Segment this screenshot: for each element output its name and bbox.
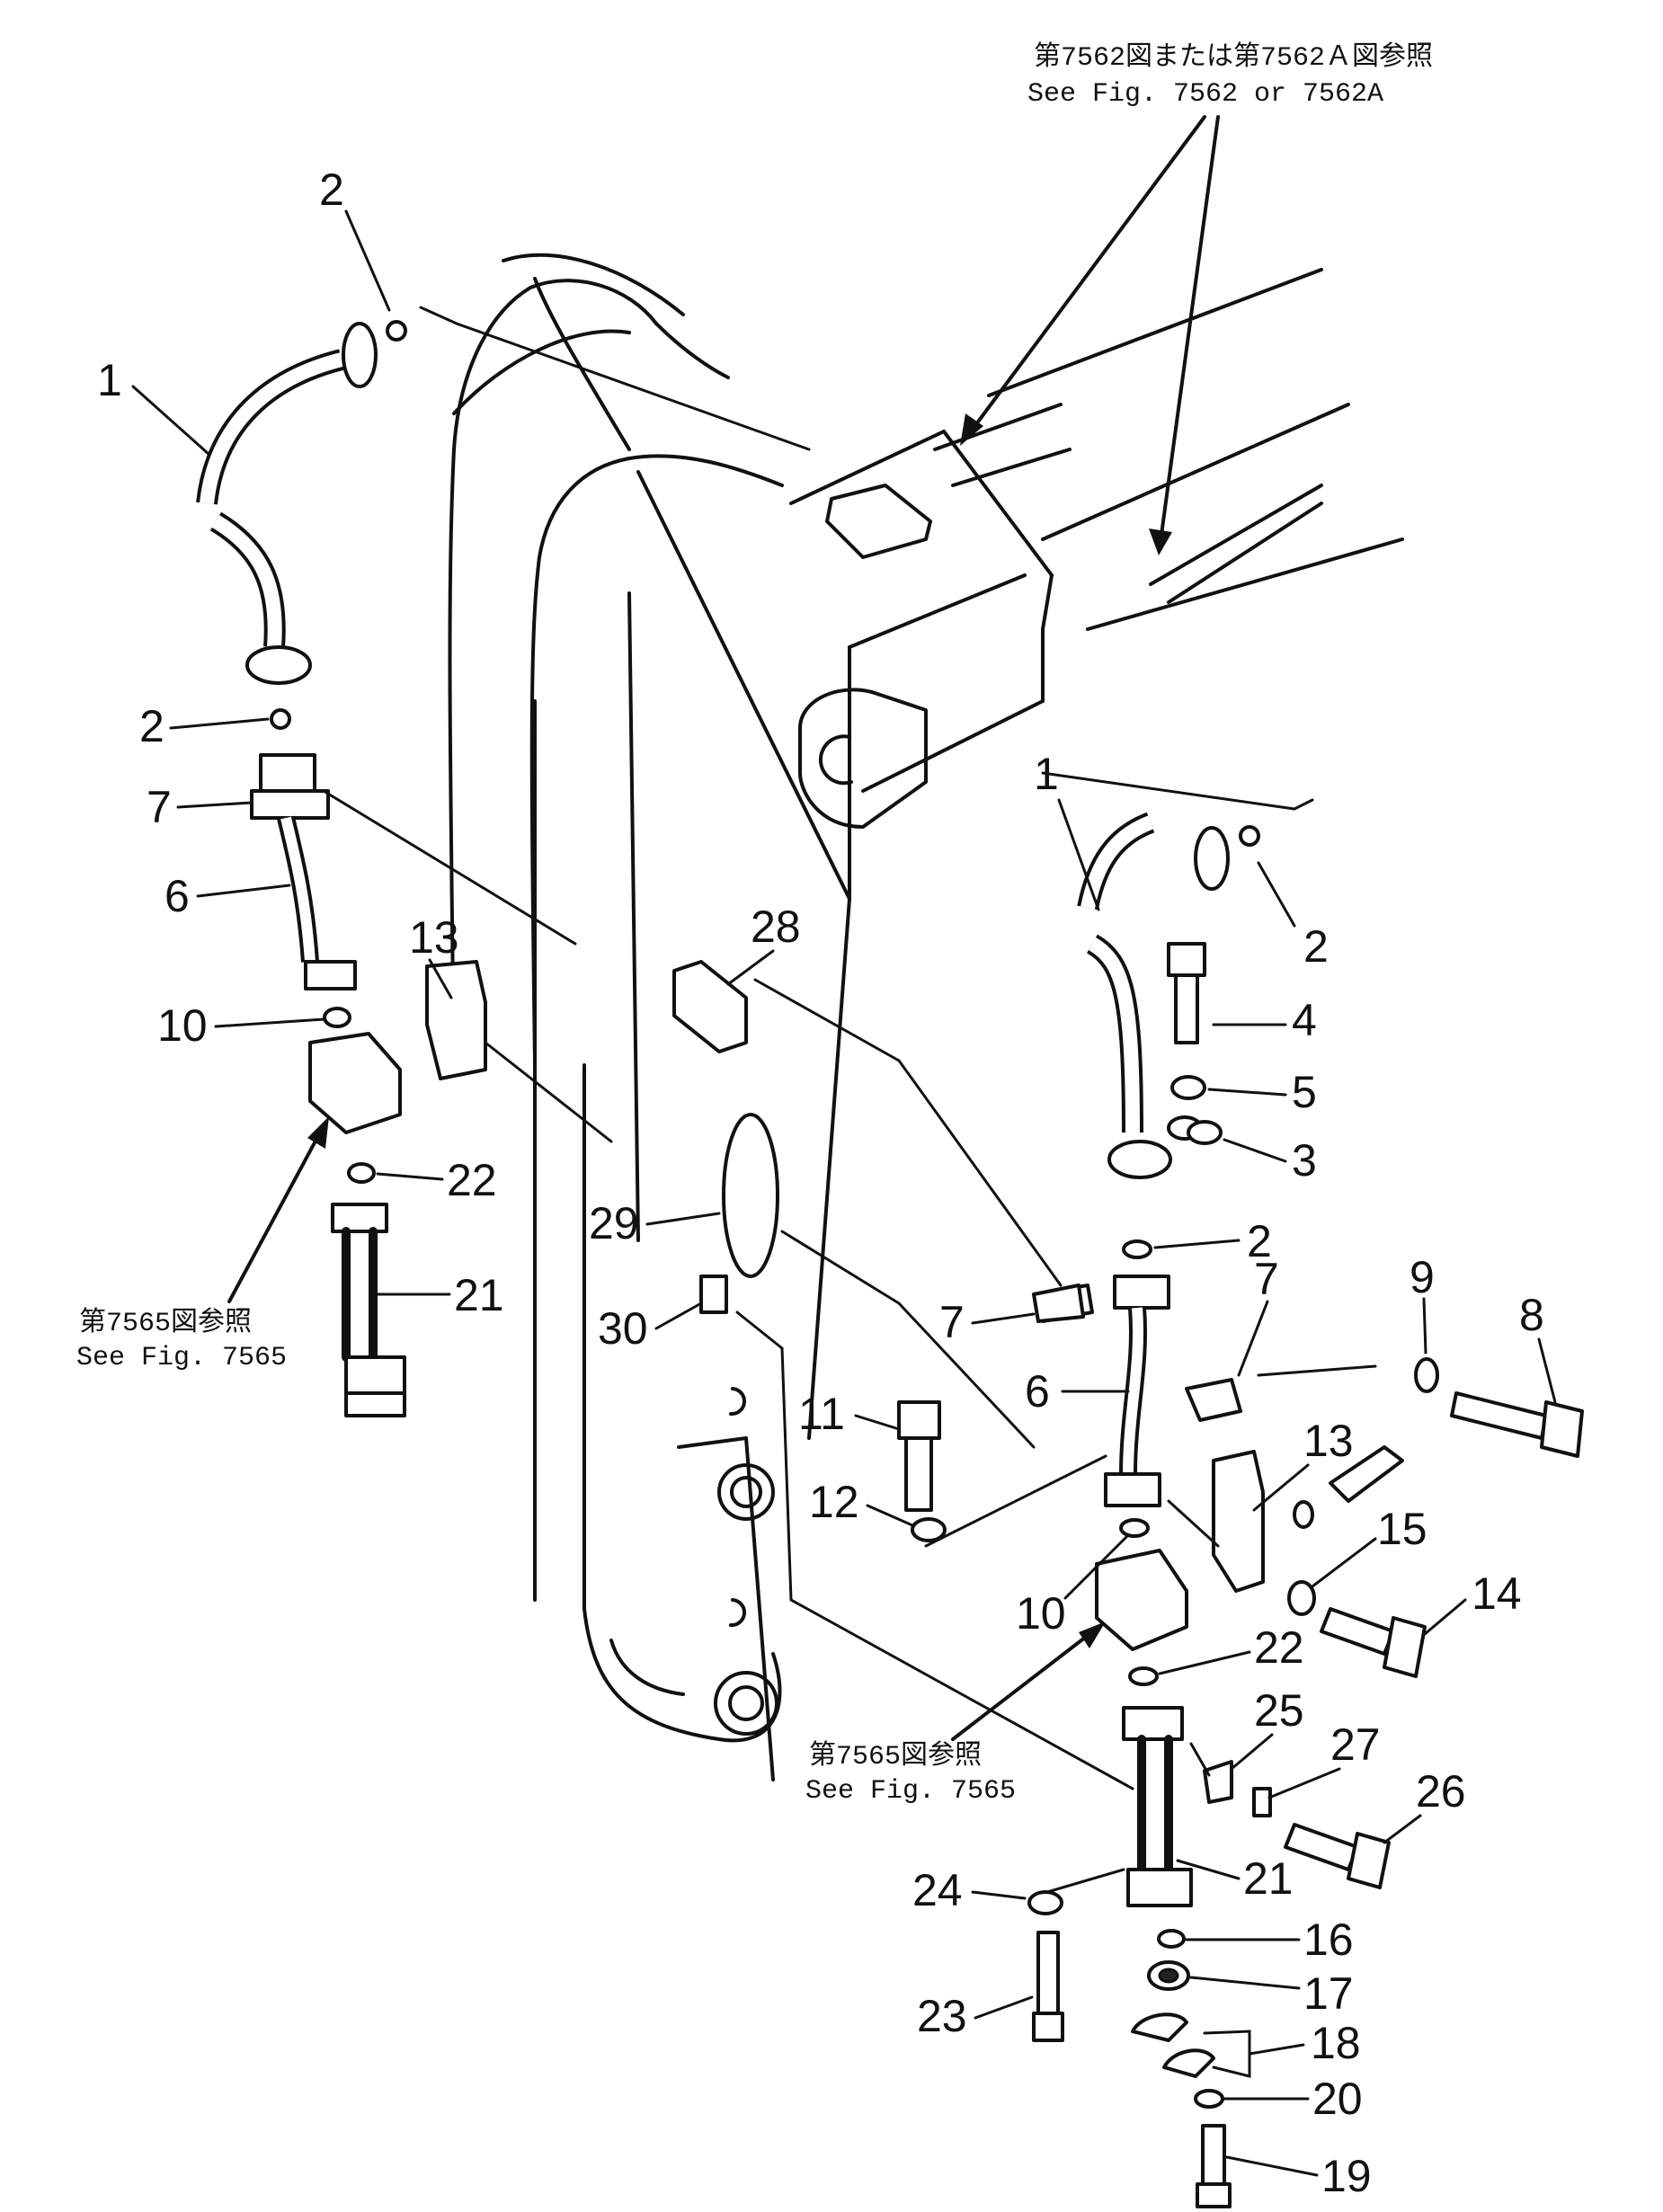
- callout-29: 29: [589, 1198, 639, 1248]
- callout-7-mid: 7: [939, 1297, 965, 1347]
- clip-7-mid: [1032, 1284, 1085, 1323]
- hose-right: [1077, 812, 1260, 1179]
- callout-23: 23: [917, 1991, 967, 2041]
- callout-4: 4: [1292, 995, 1317, 1045]
- callout-16: 16: [1303, 1914, 1354, 1965]
- callout-2-top: 2: [319, 164, 344, 215]
- callout-3: 3: [1292, 1135, 1317, 1186]
- callout-22-left: 22: [447, 1155, 497, 1205]
- bolt-23-group: [1027, 1890, 1064, 2042]
- brackets-28-29-30: [672, 960, 779, 1314]
- callout-8: 8: [1519, 1290, 1544, 1340]
- callout-10-left: 10: [157, 1000, 208, 1051]
- callout-11: 11: [798, 1389, 845, 1439]
- callout-22-right: 22: [1254, 1622, 1304, 1673]
- callouts: 2 1 2 7 6 13 10 22 21 28 29 30 1 2 4 5 3…: [97, 164, 1557, 2201]
- callout-25: 25: [1254, 1685, 1304, 1736]
- ref-top-jp: 第7562図または第7562Ａ図参照: [1034, 41, 1433, 74]
- bolt-11: [897, 1400, 947, 1542]
- callout-21-left: 21: [454, 1270, 504, 1320]
- callout-7-left: 7: [147, 782, 172, 832]
- callout-10-right: 10: [1016, 1588, 1066, 1639]
- callout-5: 5: [1292, 1067, 1317, 1117]
- left-piping: [250, 753, 487, 1417]
- callout-17: 17: [1303, 1968, 1354, 2019]
- callout-30: 30: [598, 1303, 648, 1354]
- callout-27: 27: [1330, 1719, 1381, 1770]
- boom-body: [448, 253, 1404, 1781]
- ref-left-jp: 第7565図参照: [79, 1307, 252, 1339]
- callout-6-left: 6: [165, 871, 190, 921]
- callout-13-left: 13: [409, 912, 459, 963]
- callout-26: 26: [1416, 1766, 1466, 1817]
- callout-19: 19: [1321, 2151, 1372, 2201]
- callout-2-right: 2: [1303, 921, 1329, 972]
- bolt-8: [1414, 1357, 1584, 1458]
- reference-arrows: [227, 115, 1220, 1741]
- bolt-26-group: [1203, 1760, 1391, 1889]
- callout-13-right: 13: [1303, 1416, 1354, 1466]
- right-piping: [1032, 1239, 1404, 1907]
- callout-20: 20: [1312, 2074, 1363, 2124]
- callout-28: 28: [751, 902, 801, 952]
- ref-top-en: See Fig. 7562 or 7562A: [1027, 79, 1383, 110]
- right-bolt-group: [1167, 942, 1223, 1145]
- ref-mid-jp: 第7565図参照: [809, 1740, 982, 1772]
- callout-9: 9: [1410, 1252, 1435, 1302]
- lower-stack: [1131, 1929, 1232, 2208]
- callout-24: 24: [912, 1865, 963, 1915]
- bolt-14: [1287, 1580, 1427, 1678]
- callout-2-lower: 2: [1247, 1216, 1272, 1266]
- callout-1-right: 1: [1034, 749, 1059, 799]
- callout-21-right: 21: [1243, 1853, 1294, 1904]
- ref-left-en: See Fig. 7565: [76, 1343, 287, 1373]
- callout-14: 14: [1472, 1568, 1522, 1619]
- callout-2-left: 2: [139, 701, 165, 751]
- callout-7-right: 7: [1254, 1254, 1279, 1304]
- callout-15: 15: [1377, 1504, 1427, 1554]
- ref-mid-en: See Fig. 7565: [805, 1776, 1016, 1807]
- callout-1-left: 1: [97, 355, 122, 405]
- callout-18: 18: [1311, 2018, 1361, 2068]
- hose-left: [196, 320, 407, 730]
- callout-6-right: 6: [1025, 1366, 1050, 1417]
- leader-lines: [322, 306, 1377, 1894]
- callout-12: 12: [809, 1477, 859, 1527]
